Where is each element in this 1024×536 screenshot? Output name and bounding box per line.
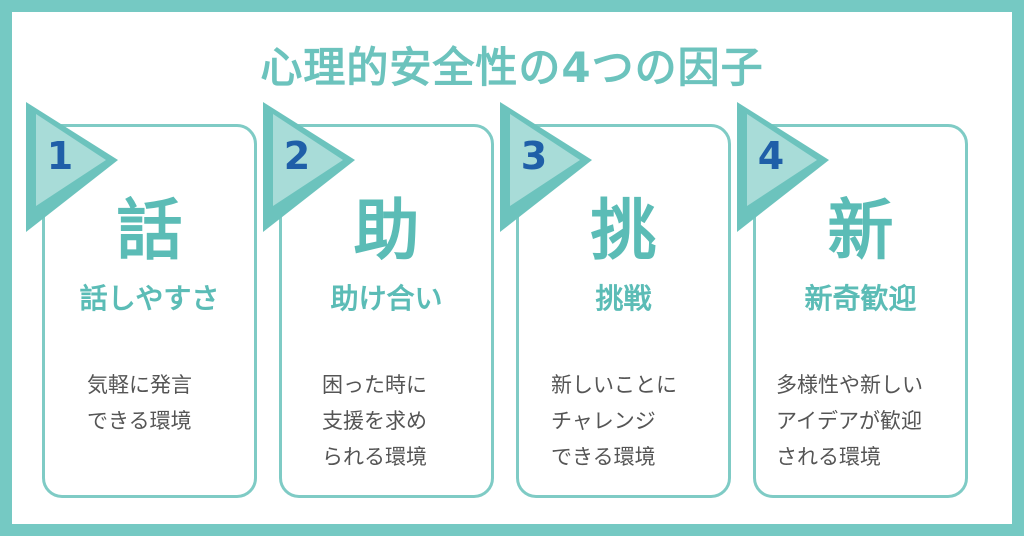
factor-card-4: 新 新奇歓迎 多様性や新しい アイデアが歓迎 される環境: [753, 124, 968, 498]
description-line: アイデアが歓迎: [776, 409, 922, 433]
factor-description: 多様性や新しい アイデアが歓迎 される環境: [756, 367, 985, 475]
factor-kanji: 話: [116, 192, 183, 269]
page-title: 心理的安全性の4つの因子: [260, 43, 764, 92]
factor-number: 1: [46, 134, 74, 178]
factor-kanji: 助: [353, 192, 420, 269]
description-line: される環境: [776, 445, 881, 469]
triangle-marker-icon: [26, 102, 118, 232]
description-line: 困った時に: [322, 373, 427, 397]
triangle-marker-icon: [737, 102, 829, 232]
factor-label: 新奇歓迎: [804, 282, 917, 315]
factor-number: 3: [520, 134, 548, 178]
factor-number: 4: [757, 134, 785, 178]
factor-description: 気軽に発言 できる環境: [45, 367, 296, 439]
factor-label: 話しやすさ: [79, 282, 220, 315]
triangle-marker-icon: [263, 102, 355, 232]
factor-number: 2: [283, 134, 311, 178]
description-line: 支援を求め: [322, 409, 427, 433]
factor-label: 挑戦: [595, 282, 652, 315]
description-line: 多様性や新しい: [776, 373, 923, 397]
triangle-marker-icon: [500, 102, 592, 232]
description-line: チャレンジ: [551, 409, 656, 433]
factor-kanji: 挑: [590, 192, 657, 269]
description-line: 新しいことに: [551, 373, 677, 397]
factor-description: 困った時に 支援を求め られる環境: [282, 367, 531, 475]
description-line: できる環境: [87, 409, 192, 433]
description-line: できる環境: [551, 445, 656, 469]
factor-label: 助け合い: [330, 282, 443, 315]
factor-description: 新しいことに チャレンジ できる環境: [519, 367, 760, 475]
description-line: られる環境: [322, 445, 427, 469]
description-line: 気軽に発言: [87, 373, 192, 397]
factor-kanji: 新: [827, 192, 894, 269]
